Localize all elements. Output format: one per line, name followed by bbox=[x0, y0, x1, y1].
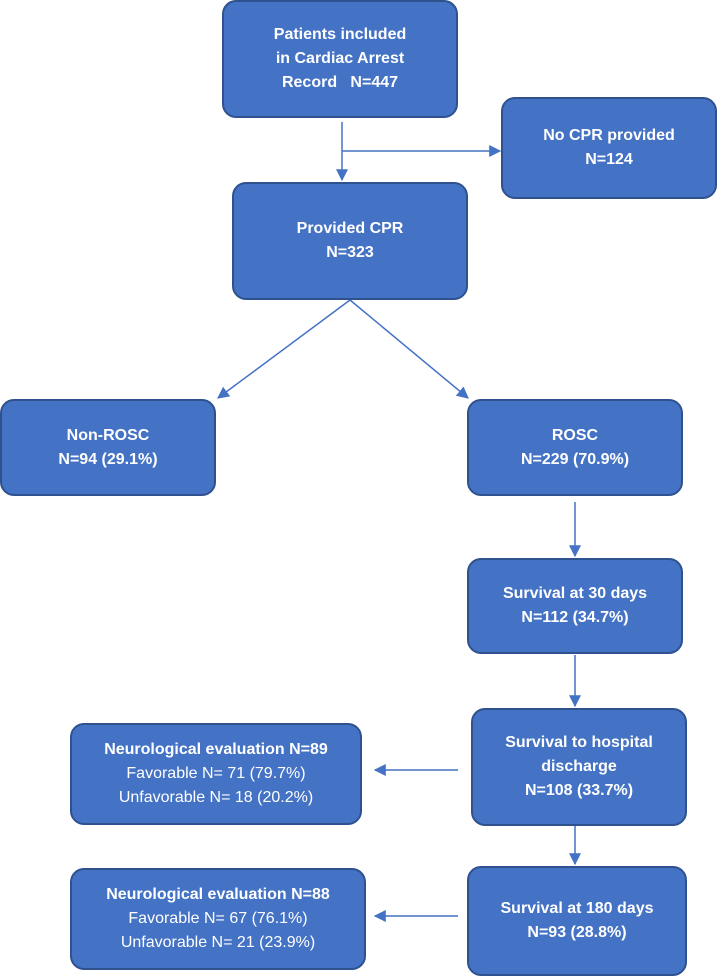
box-patients-included: Patients included in Cardiac Arrest Reco… bbox=[222, 0, 458, 118]
box-title: Neurological evaluation N=89 bbox=[104, 741, 328, 758]
arrow-cpr-to-non-rosc bbox=[217, 299, 351, 399]
box-line: discharge bbox=[541, 758, 617, 775]
box-line: No CPR provided bbox=[543, 127, 675, 144]
box-line: Survival at 30 days bbox=[502, 585, 648, 602]
box-line: Survival at 180 days bbox=[500, 900, 654, 917]
box-line: N=93 (28.8%) bbox=[527, 924, 627, 941]
box-rosc: ROSC N=229 (70.9%) bbox=[467, 399, 683, 496]
unfavorable-count: Unfavorable N= 21 (23.9%) bbox=[120, 934, 316, 951]
box-provided-cpr: Provided CPR N=323 bbox=[232, 182, 468, 300]
box-neuro-eval-88: Neurological evaluation N=88 Favorable N… bbox=[70, 868, 366, 970]
box-line: N=323 bbox=[326, 244, 374, 261]
box-line: in Cardiac Arrest bbox=[275, 50, 405, 67]
box-line: N=124 bbox=[585, 151, 633, 168]
box-no-cpr: No CPR provided N=124 bbox=[501, 97, 717, 199]
box-line: Survival to hospital bbox=[505, 734, 653, 751]
box-line: N=94 (29.1%) bbox=[58, 450, 158, 468]
favorable-count: Favorable N= 67 (76.1%) bbox=[128, 910, 308, 927]
box-survival-180-days: Survival at 180 days N=93 (28.8%) bbox=[467, 866, 687, 976]
box-line: Provided CPR bbox=[296, 220, 404, 237]
box-line: ROSC bbox=[551, 426, 599, 444]
box-non-rosc: Non-ROSC N=94 (29.1%) bbox=[0, 399, 216, 496]
box-survival-30-days: Survival at 30 days N=112 (34.7%) bbox=[467, 558, 683, 654]
box-line: Non-ROSC bbox=[66, 426, 150, 444]
box-line: Patients included bbox=[273, 26, 407, 43]
unfavorable-count: Unfavorable N= 18 (20.2%) bbox=[118, 789, 314, 806]
box-line: N=229 (70.9%) bbox=[520, 450, 630, 468]
favorable-count: Favorable N= 71 (79.7%) bbox=[126, 765, 306, 782]
box-survival-discharge: Survival to hospital discharge N=108 (33… bbox=[471, 708, 687, 826]
box-line: Record N=447 bbox=[281, 74, 399, 91]
arrow-cpr-to-rosc bbox=[349, 299, 469, 399]
box-title: Neurological evaluation N=88 bbox=[106, 886, 330, 903]
box-line: N=112 (34.7%) bbox=[521, 609, 629, 626]
box-neuro-eval-89: Neurological evaluation N=89 Favorable N… bbox=[70, 723, 362, 825]
box-line: N=108 (33.7%) bbox=[524, 782, 634, 799]
